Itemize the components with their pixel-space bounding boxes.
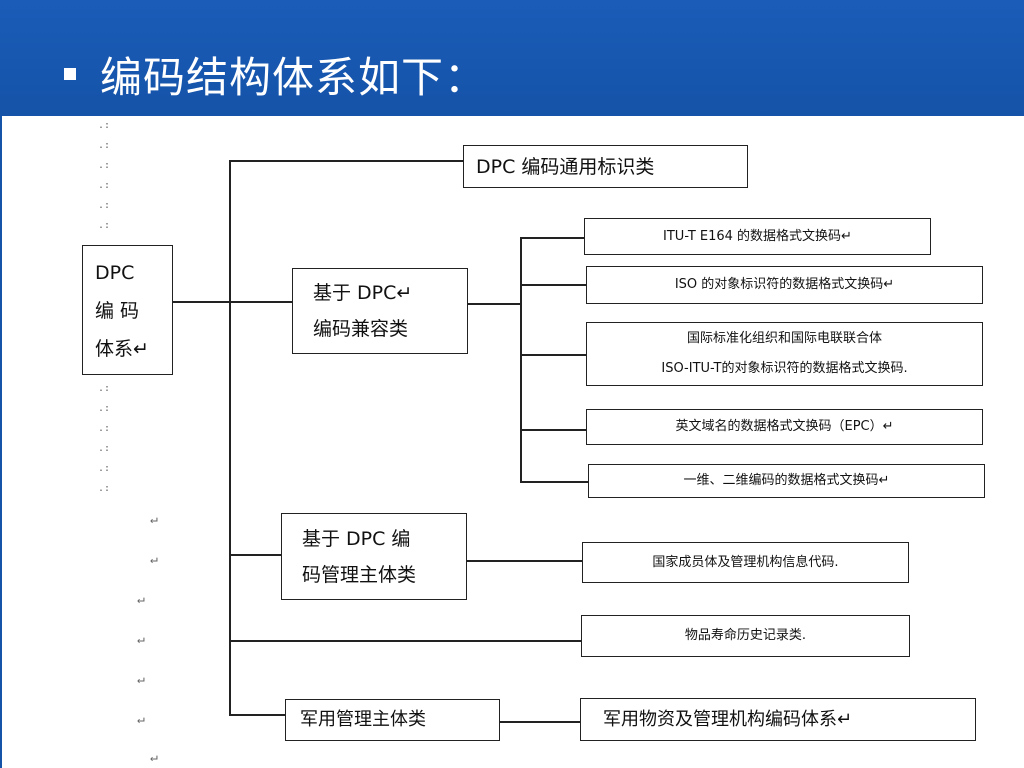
compatible-item-5-label: 一维、二维编码的数据格式文换码↵: [683, 473, 890, 488]
category-general-node: DPC 编码通用标识类: [463, 145, 748, 188]
compatible-item-2: ISO 的对象标识符的数据格式文换码↵: [586, 266, 983, 304]
dot-mark: .:: [98, 120, 111, 131]
dot-mark: .:: [98, 160, 111, 171]
branch-management: [229, 554, 281, 556]
category-compatible-node: 基于 DPC↵ 编码兼容类: [292, 268, 468, 354]
sub-branch-5: [520, 481, 588, 483]
dot-mark: .:: [98, 423, 111, 434]
management-item-label: 国家成员体及管理机构信息代码.: [652, 554, 839, 570]
return-arrow-icon: ↵: [137, 632, 145, 647]
dot-mark: .:: [98, 220, 111, 231]
category-military-label: 军用管理主体类: [300, 709, 426, 730]
management-out: [466, 560, 582, 562]
sub-branch-1: [520, 237, 584, 239]
category-management-node: 基于 DPC 编 码管理主体类: [281, 513, 467, 600]
dot-mark: .:: [98, 483, 111, 494]
military-item-label: 军用物资及管理机构编码体系↵: [603, 708, 853, 730]
dot-mark: .:: [98, 403, 111, 414]
branch-compatible: [229, 301, 292, 303]
dot-mark: .:: [98, 463, 111, 474]
military-out: [499, 721, 580, 723]
compatible-item-4-label: 英文域名的数据格式文换码（EPC）↵: [675, 419, 894, 434]
dot-mark: .:: [98, 383, 111, 394]
dot-mark: .:: [98, 140, 111, 151]
root-node-label: DPC 编 码 体系↵: [95, 262, 149, 360]
main-trunk: [229, 160, 231, 715]
category-compatible-label: 基于 DPC↵ 编码兼容类: [313, 282, 413, 340]
bullet-icon: [64, 68, 76, 80]
sub-branch-2: [520, 284, 586, 286]
return-arrow-icon: ↵: [137, 672, 145, 687]
sub-branch-3: [520, 354, 586, 356]
category-general-label: DPC 编码通用标识类: [476, 155, 655, 178]
root-connector: [172, 301, 230, 303]
sub-trunk: [520, 237, 522, 482]
compatible-item-1-label: ITU-T E164 的数据格式文换码↵: [663, 228, 852, 244]
military-item: 军用物资及管理机构编码体系↵: [580, 698, 976, 741]
compatible-item-3-label: 国际标准化组织和国际电联联合体 ISO-ITU-T的对象标识符的数据格式文换码.: [661, 331, 908, 376]
dot-mark: .:: [98, 180, 111, 191]
category-military-node: 军用管理主体类: [285, 699, 500, 741]
compatible-item-5: 一维、二维编码的数据格式文换码↵: [588, 464, 985, 498]
compatible-item-1: ITU-T E164 的数据格式文换码↵: [584, 218, 931, 255]
compatible-item-4: 英文域名的数据格式文换码（EPC）↵: [586, 409, 983, 445]
root-node: DPC 编 码 体系↵: [82, 245, 173, 375]
return-arrow-icon: ↵: [150, 512, 158, 527]
management-item: 国家成员体及管理机构信息代码.: [582, 542, 909, 583]
compatible-item-3: 国际标准化组织和国际电联联合体 ISO-ITU-T的对象标识符的数据格式文换码.: [586, 322, 983, 386]
dot-mark: .:: [98, 200, 111, 211]
dot-mark: .:: [98, 443, 111, 454]
return-arrow-icon: ↵: [137, 592, 145, 607]
history-item-label: 物品寿命历史记录类.: [684, 628, 807, 643]
left-border: [0, 116, 2, 768]
history-item: 物品寿命历史记录类.: [581, 615, 910, 657]
compatible-item-2-label: ISO 的对象标识符的数据格式文换码↵: [674, 277, 895, 292]
return-arrow-icon: ↵: [137, 712, 145, 727]
slide-header: 编码结构体系如下：: [0, 0, 1024, 116]
sub-branch-4: [520, 429, 586, 431]
branch-military: [229, 714, 285, 716]
return-arrow-icon: ↵: [150, 552, 158, 567]
slide-title: 编码结构体系如下：: [100, 53, 488, 102]
category-management-label: 基于 DPC 编 码管理主体类: [302, 527, 417, 586]
compatible-out: [467, 303, 521, 305]
branch-general: [229, 160, 463, 162]
branch-history: [229, 640, 581, 642]
return-arrow-icon: ↵: [150, 750, 158, 765]
